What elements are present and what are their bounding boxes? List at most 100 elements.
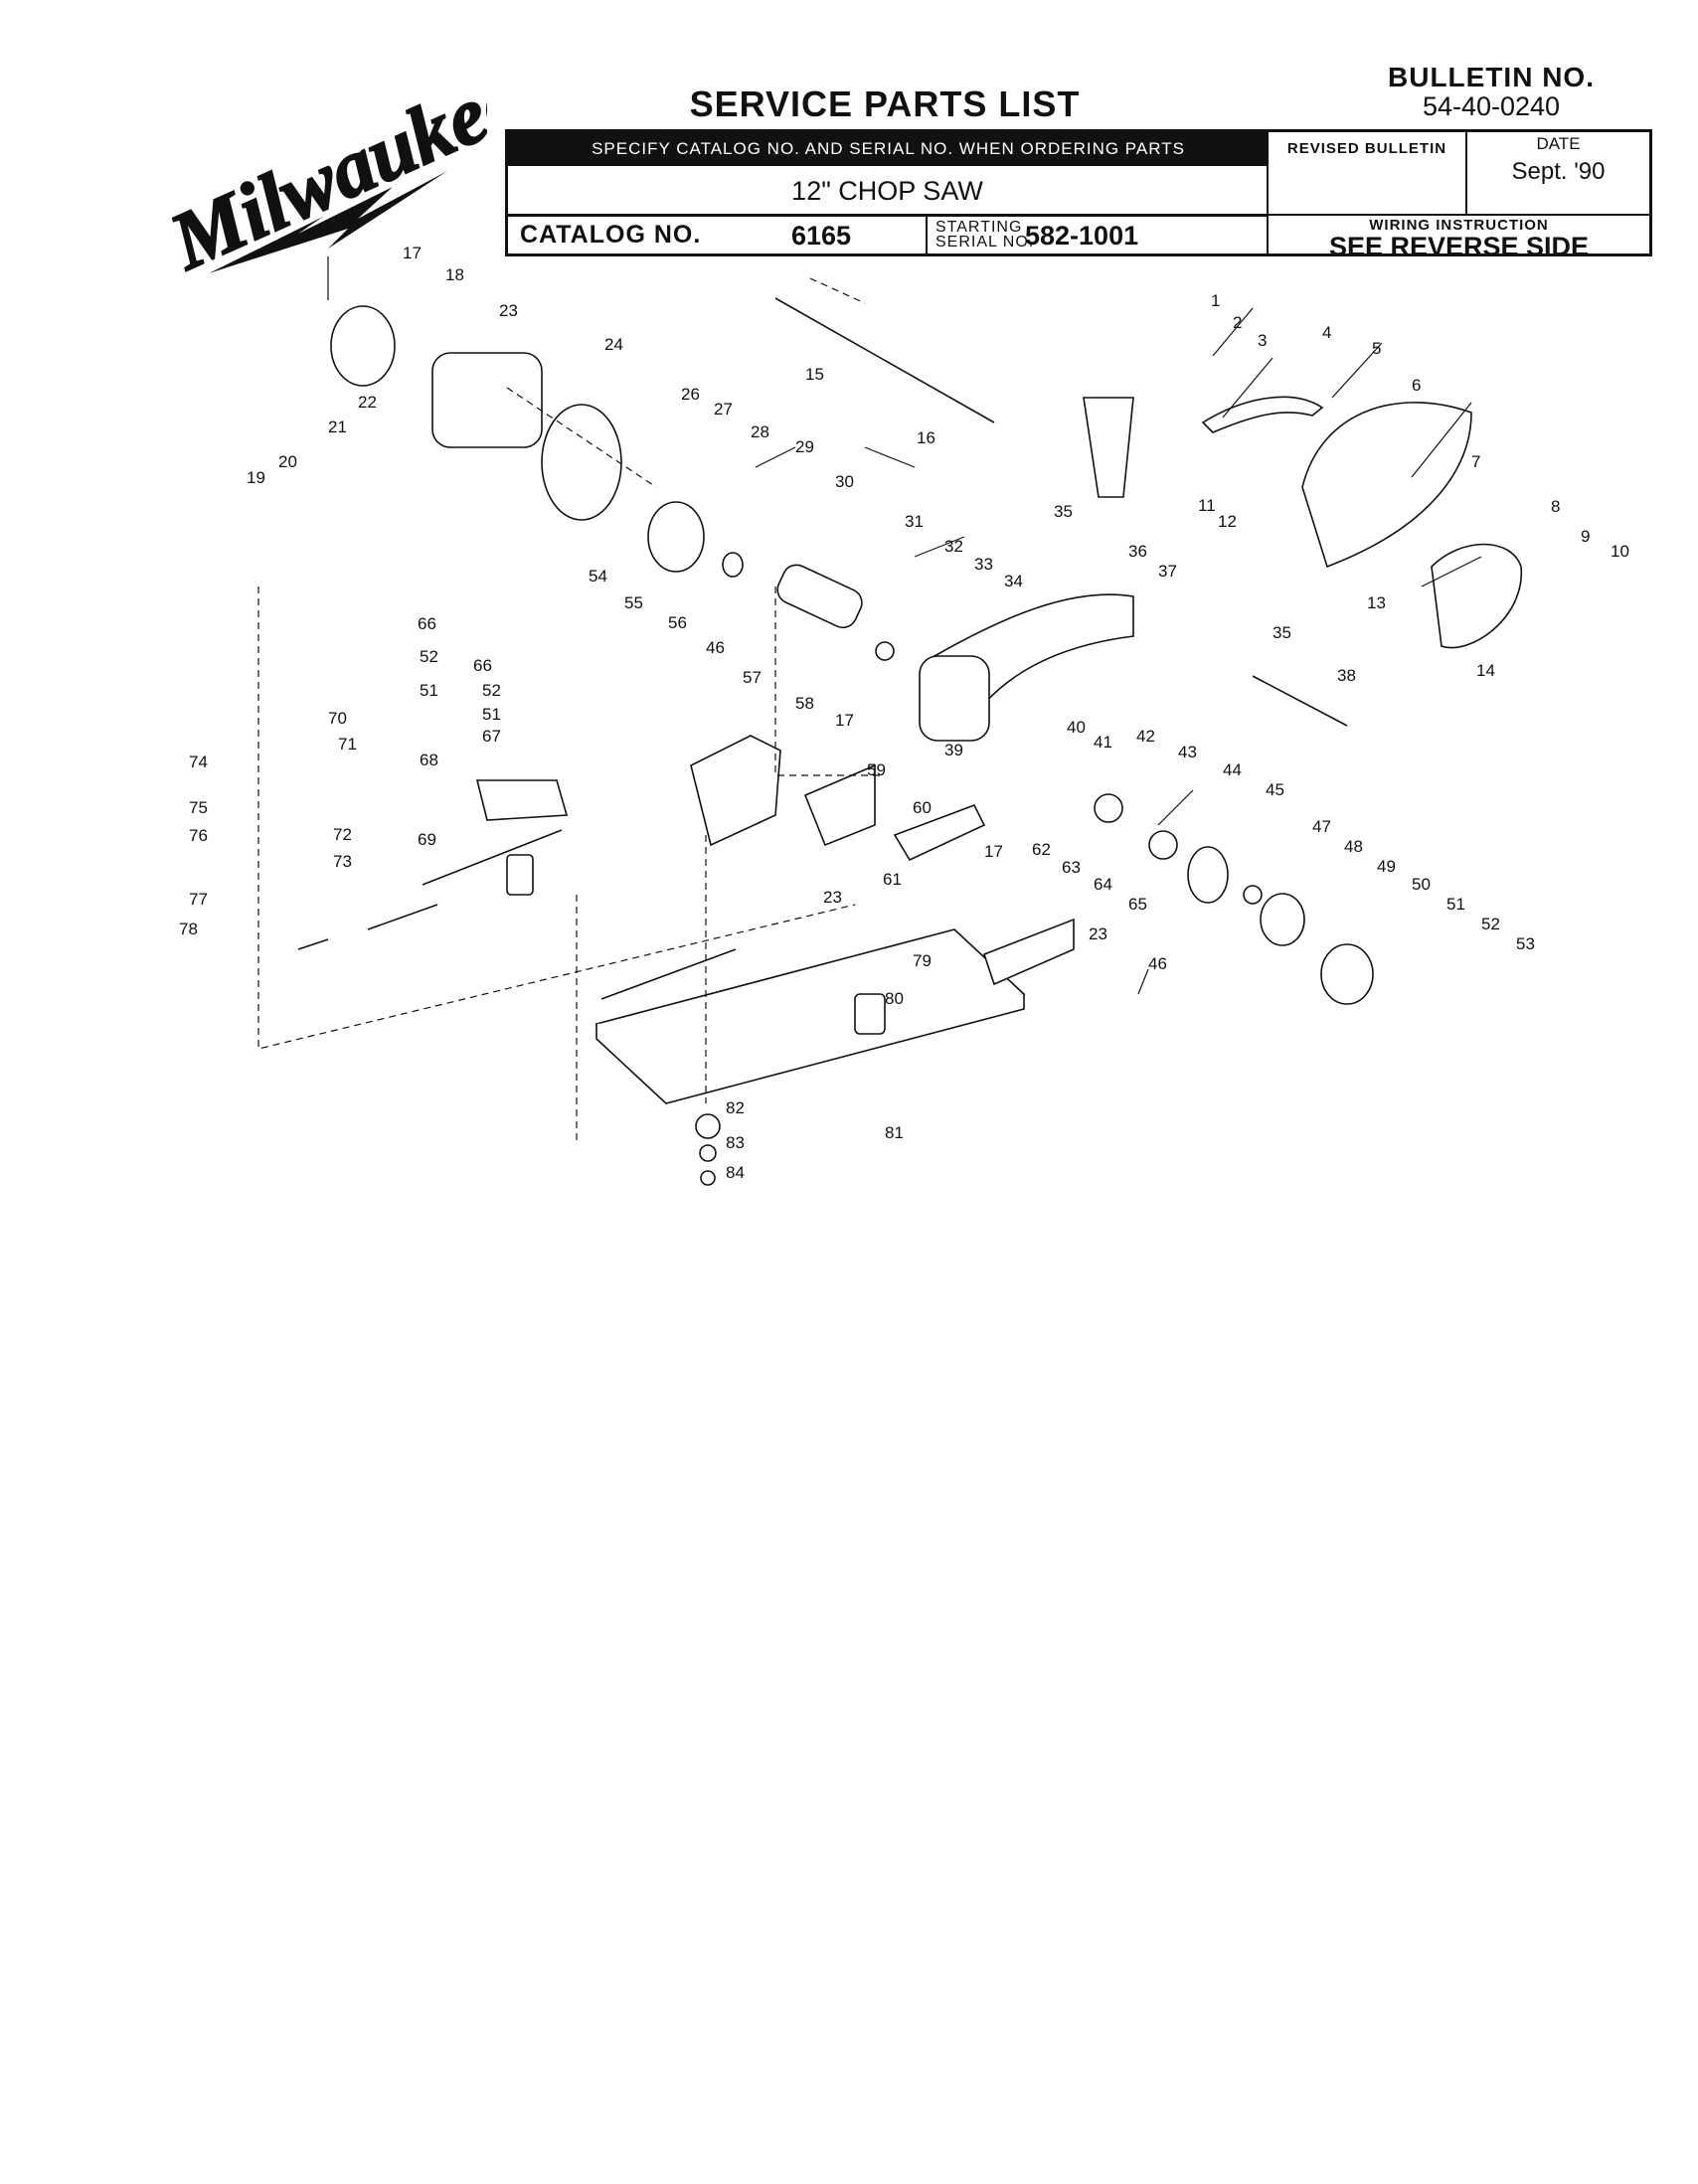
callout-26: 26 — [681, 385, 700, 404]
callout-46-right: 46 — [1148, 954, 1167, 973]
callout-51-right: 51 — [1446, 895, 1465, 914]
bulletin-number: 54-40-0240 — [1422, 91, 1561, 121]
bulletin-label: BULLETIN NO. — [1388, 62, 1595, 92]
date-cell: DATE Sept. '90 — [1467, 132, 1649, 214]
diagram-leader-lines — [327, 256, 1482, 995]
callout-35-right: 35 — [1273, 623, 1291, 642]
lightning-bolt-icon — [209, 171, 447, 273]
product-name: 12" CHOP SAW — [508, 166, 1269, 214]
callout-56: 56 — [668, 613, 687, 632]
callout-10: 10 — [1611, 542, 1629, 561]
callout-23-low: 23 — [1089, 924, 1107, 943]
callout-24: 24 — [604, 335, 623, 354]
callout-45: 45 — [1266, 780, 1284, 799]
callout-17-low: 17 — [984, 842, 1003, 861]
callout-19: 19 — [247, 468, 265, 487]
callout-42: 42 — [1136, 727, 1155, 746]
callout-23-mid: 23 — [823, 888, 842, 907]
callout-70: 70 — [328, 709, 347, 728]
header-table: SPECIFY CATALOG NO. AND SERIAL NO. WHEN … — [505, 129, 1652, 260]
callout-73: 73 — [333, 852, 352, 871]
callout-59: 59 — [867, 760, 886, 779]
callout-58: 58 — [795, 694, 814, 713]
callout-27: 27 — [714, 400, 733, 419]
callout-11: 11 — [1198, 496, 1216, 515]
callout-48: 48 — [1344, 837, 1363, 856]
callout-52-right: 52 — [1481, 915, 1500, 933]
callout-69: 69 — [418, 830, 436, 849]
callout-20: 20 — [278, 452, 297, 471]
callout-54: 54 — [589, 567, 607, 586]
callout-8: 8 — [1551, 497, 1560, 516]
callout-38: 38 — [1337, 666, 1356, 685]
callout-41: 41 — [1094, 733, 1112, 752]
callout-37: 37 — [1158, 562, 1177, 581]
callout-9: 9 — [1581, 527, 1590, 546]
callout-71: 71 — [338, 735, 357, 754]
callout-57: 57 — [743, 668, 762, 687]
callout-49: 49 — [1377, 857, 1396, 876]
starting-serial-number: 582-1001 — [1025, 221, 1139, 251]
milwaukee-logo: Milwaukee — [155, 60, 487, 288]
callout-81: 81 — [885, 1123, 904, 1142]
callout-55: 55 — [624, 593, 643, 612]
callout-65: 65 — [1128, 895, 1147, 914]
catalog-label: CATALOG NO. — [520, 221, 702, 249]
callout-1: 1 — [1211, 291, 1220, 310]
callout-50: 50 — [1412, 875, 1431, 894]
callout-18: 18 — [445, 265, 464, 284]
callout-22: 22 — [358, 393, 377, 412]
callout-16: 16 — [917, 428, 935, 447]
callout-17-top: 17 — [403, 244, 422, 262]
callout-78: 78 — [179, 920, 198, 938]
callout-14: 14 — [1476, 661, 1495, 680]
callout-17-mid: 17 — [835, 711, 854, 730]
wiring-cell: WIRING INSTRUCTION SEE REVERSE SIDE — [1269, 214, 1649, 260]
callout-32: 32 — [944, 537, 963, 556]
callout-63: 63 — [1062, 858, 1081, 877]
callout-15: 15 — [805, 365, 824, 384]
callout-67: 67 — [482, 727, 501, 746]
specify-note: SPECIFY CATALOG NO. AND SERIAL NO. WHEN … — [508, 132, 1269, 166]
callout-62: 62 — [1032, 840, 1051, 859]
callout-74: 74 — [189, 753, 208, 771]
callout-53: 53 — [1516, 934, 1535, 953]
callout-66-a: 66 — [418, 614, 436, 633]
callout-76: 76 — [189, 826, 208, 845]
callout-5: 5 — [1372, 339, 1381, 358]
callout-72: 72 — [333, 825, 352, 844]
callout-61: 61 — [883, 870, 902, 889]
callout-47: 47 — [1312, 817, 1331, 836]
callout-23-top: 23 — [499, 301, 518, 320]
callout-30: 30 — [835, 472, 854, 491]
callout-39: 39 — [944, 741, 963, 759]
callout-84: 84 — [726, 1163, 745, 1182]
callout-29: 29 — [795, 437, 814, 456]
callout-35-top: 35 — [1054, 502, 1073, 521]
catalog-number: 6165 — [791, 221, 852, 251]
callout-36: 36 — [1128, 542, 1147, 561]
callout-75: 75 — [189, 798, 208, 817]
callout-40: 40 — [1067, 718, 1086, 737]
diagram-artwork — [257, 277, 1522, 1186]
callout-13: 13 — [1367, 593, 1386, 612]
callout-51-b: 51 — [482, 705, 501, 724]
diagram-callouts: 1 2 3 4 5 6 7 8 9 10 11 12 13 14 15 16 1… — [179, 244, 1629, 1182]
callout-44: 44 — [1223, 760, 1242, 779]
callout-52-b: 52 — [482, 681, 501, 700]
serial-label-line2: SERIAL NO. — [935, 234, 1035, 251]
callout-21: 21 — [328, 418, 347, 436]
callout-43: 43 — [1178, 743, 1197, 761]
callout-28: 28 — [751, 422, 769, 441]
callout-31: 31 — [905, 512, 924, 531]
callout-66-b: 66 — [473, 656, 492, 675]
revised-bulletin-label: REVISED BULLETIN — [1269, 132, 1467, 214]
callout-82: 82 — [726, 1098, 745, 1117]
callout-68: 68 — [420, 751, 438, 769]
page-title: SERVICE PARTS LIST — [689, 84, 1081, 124]
callout-51-a: 51 — [420, 681, 438, 700]
serial-divider — [926, 217, 928, 256]
callout-6: 6 — [1412, 376, 1421, 395]
callout-2: 2 — [1233, 313, 1242, 332]
callout-4: 4 — [1322, 323, 1331, 342]
